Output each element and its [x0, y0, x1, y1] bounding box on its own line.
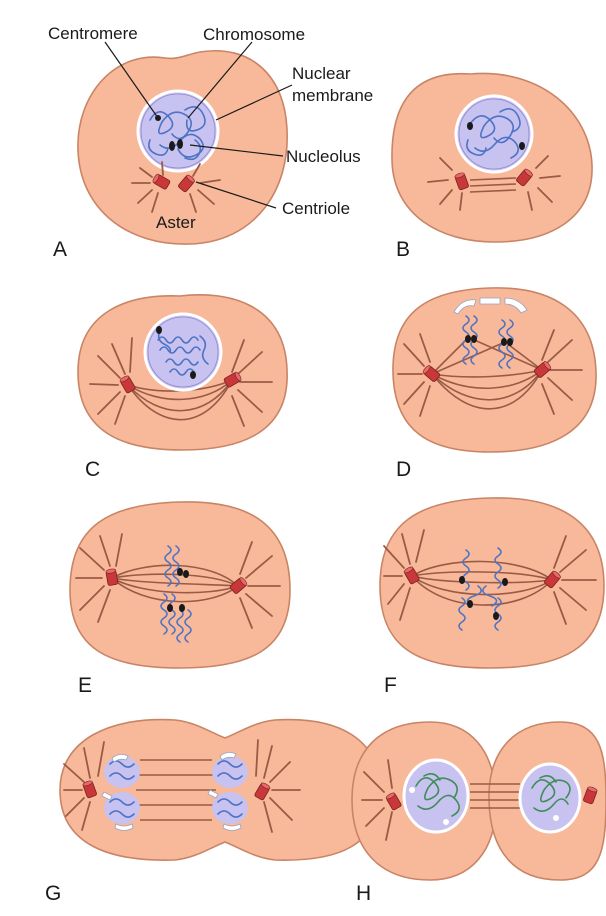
spindle-e — [111, 564, 239, 603]
chromosomes-c — [157, 329, 209, 376]
panel-letter-e: E — [78, 674, 92, 697]
spindle-g — [136, 759, 216, 821]
panel-letter-f: F — [384, 674, 397, 697]
aster-rays-e — [75, 533, 281, 629]
cell-g — [59, 718, 381, 861]
midbody-fibers-h — [470, 783, 520, 809]
label-chromosome: Chromosome — [203, 25, 305, 44]
panel-f: F — [379, 497, 605, 697]
centromeres-f — [459, 576, 508, 620]
cell-d — [392, 287, 597, 453]
panel-c: C — [77, 293, 288, 481]
envelope-fragments-d — [453, 297, 528, 315]
panel-d: D — [392, 287, 597, 481]
chromatin-h — [415, 772, 571, 817]
chromosomes-e — [160, 545, 192, 643]
centromeres-b — [467, 122, 525, 150]
envelope-fragments-g — [101, 752, 242, 831]
panel-letter-c: C — [85, 458, 100, 481]
spindle-d — [431, 337, 543, 410]
panel-b: B — [391, 72, 593, 261]
centromeres-c — [156, 326, 196, 379]
panel-letter-a: A — [53, 238, 67, 261]
nucleus-c — [143, 312, 223, 392]
label-nuclear-membrane-1: Nuclear — [292, 64, 351, 83]
nucleus-a — [136, 89, 220, 173]
chromatin-b — [466, 108, 521, 159]
label-centromere: Centromere — [48, 24, 138, 43]
aster-rays-b — [427, 155, 561, 211]
aster-rays-f — [383, 529, 597, 625]
nucleus-b — [454, 94, 534, 174]
chromatin-a — [148, 106, 206, 161]
nucleoli-h — [409, 787, 559, 825]
panel-letter-d: D — [396, 458, 411, 481]
aster-rays-c — [89, 337, 273, 427]
cell-e — [69, 501, 291, 669]
panel-e: E — [69, 501, 291, 697]
label-nucleolus: Nucleolus — [286, 147, 361, 166]
panel-letter-b: B — [396, 238, 410, 261]
spindle-f — [411, 560, 553, 606]
nucleolus-a — [155, 115, 183, 151]
label-aster: Aster — [156, 213, 196, 232]
panel-a: Centromere Chromosome Nuclear membrane N… — [48, 24, 373, 261]
centromeres-d — [465, 335, 513, 346]
panel-g: G — [45, 718, 381, 905]
panel-h: H — [351, 721, 606, 905]
aster-rays-g — [63, 739, 301, 833]
centromeres-e — [167, 568, 189, 612]
label-centriole: Centriole — [282, 199, 350, 218]
aster-rays-h — [361, 759, 393, 841]
label-nuclear-membrane-2: membrane — [292, 86, 373, 105]
callout-leaders — [104, 41, 293, 209]
aster-rays-d — [397, 329, 583, 417]
panel-letter-h: H — [356, 882, 371, 905]
panel-letter-g: G — [45, 882, 61, 905]
aster-rays-a — [131, 161, 221, 213]
